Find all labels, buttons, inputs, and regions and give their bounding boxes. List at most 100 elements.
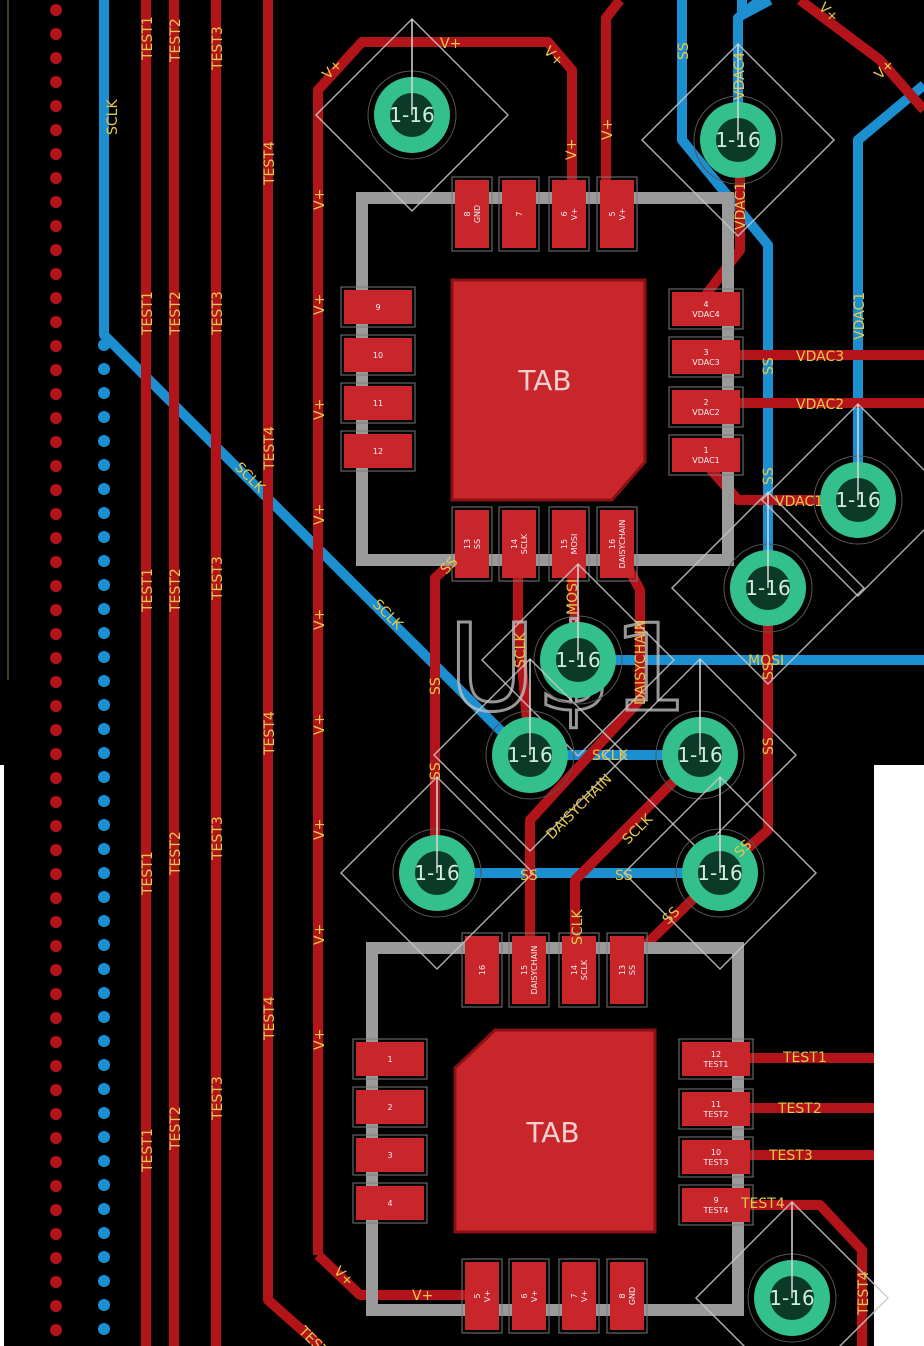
chip_top-pad-top-0[interactable]: 8GND: [451, 176, 493, 252]
blue-dot: [98, 987, 110, 999]
chip_bottom-pad-top-1[interactable]: 15DAISYCHAIN: [508, 932, 550, 1008]
via-1[interactable]: 1-16: [640, 42, 836, 238]
chip_bottom-pad-bottom-0[interactable]: 5V+: [461, 1258, 503, 1334]
chip_bottom-pad-right-3-frame: [678, 1184, 754, 1226]
chip_bottom-pad-left-3[interactable]: 4: [352, 1182, 428, 1224]
chip_top-pad-top-3[interactable]: 5V+: [596, 176, 638, 252]
red-dot: [50, 244, 62, 256]
net-label-ss-d: SS: [761, 662, 777, 680]
via-keepout: [760, 402, 924, 598]
chip_bottom-pad-top-0[interactable]: 16: [461, 932, 503, 1008]
net-label-daisychain-a: DAISYCHAIN: [633, 620, 649, 705]
chip_bottom-pad-bottom-3-frame: [606, 1258, 648, 1334]
chip_top-pad-left-0[interactable]: 9: [340, 286, 416, 328]
red-dot: [50, 1276, 62, 1288]
via-9[interactable]: 1-16: [694, 1200, 890, 1346]
via-0[interactable]: 1-16: [314, 17, 510, 213]
red-dot: [50, 892, 62, 904]
chip_bottom-pad-left-0[interactable]: 1: [352, 1038, 428, 1080]
via-8[interactable]: 1-16: [622, 775, 818, 971]
chip_top-pad-top-2-frame: [548, 176, 590, 252]
via-keepout: [480, 562, 676, 758]
pad-label: 8GND: [463, 205, 482, 223]
chip_bottom-pad-left-1[interactable]: 2: [352, 1086, 428, 1128]
chip_bottom-pad-bottom-2[interactable]: 7V+: [558, 1258, 600, 1334]
chip_bottom-pad-bottom-3[interactable]: 8GND: [606, 1258, 648, 1334]
net-label-vplus-o: V+: [564, 139, 580, 160]
pad-text: SS: [473, 539, 482, 549]
red-dot: [50, 1036, 62, 1048]
blue-dot: [98, 915, 110, 927]
test4-trace-left: [263, 0, 324, 1346]
red-dot: [50, 940, 62, 952]
via-5[interactable]: 1-16: [432, 657, 628, 853]
blue-dot: [98, 843, 110, 855]
via-2[interactable]: 1-16: [760, 402, 924, 598]
chip_top-pad-right-0-copper: [672, 292, 740, 326]
blue-dot: [98, 891, 110, 903]
pad-text: 16: [478, 965, 487, 975]
chip_top-pad-left-2[interactable]: 11: [340, 382, 416, 424]
chip_top-pad-top-0-frame: [451, 176, 493, 252]
chip_top-pad-bottom-1[interactable]: 14SCLK: [498, 506, 540, 582]
via-4[interactable]: 1-16: [480, 562, 676, 758]
net-label-test1-b: TEST1: [140, 291, 156, 336]
net-label-ss-e: SS: [761, 737, 777, 755]
white-region: [874, 765, 924, 1346]
red-dot: [50, 172, 62, 184]
pad-text: 8: [618, 1293, 627, 1298]
pad-label: 5V+: [473, 1290, 492, 1302]
red-dot: [50, 748, 62, 760]
pad-label: 1: [387, 1055, 392, 1064]
red-dot: [50, 1252, 62, 1264]
net-label-ss-g: SS: [428, 762, 444, 780]
pad-text: 11: [373, 399, 383, 408]
chip_top-pad-top-1[interactable]: 7: [498, 176, 540, 252]
chip_top-pad-bottom-3[interactable]: 16DAISYCHAIN: [596, 506, 638, 582]
via-7[interactable]: 1-16: [339, 775, 535, 971]
via-3[interactable]: 1-16: [670, 490, 866, 686]
via-label: 1-16: [715, 128, 760, 152]
net-label-mosi-b: MOSI: [748, 653, 784, 669]
chip_bottom-pad-left-2[interactable]: 3: [352, 1134, 428, 1176]
blue-dot: [98, 459, 110, 471]
chip_top-pad-bottom-0[interactable]: 13SS: [451, 506, 493, 582]
net-label-ss-a: SS: [676, 42, 692, 60]
red-dot: [50, 1300, 62, 1312]
pad-text: 15: [520, 965, 529, 975]
blue-dot: [98, 1299, 110, 1311]
net-label-vplus-i: V+: [312, 714, 328, 735]
chip_bottom-pad-top-3-copper: [610, 936, 644, 1004]
net-label-test2-e: TEST2: [168, 1106, 184, 1151]
chip_top-pad-left-1-copper: [344, 338, 412, 372]
chip_top-pad-bottom-3-copper: [600, 510, 634, 578]
blue-dot: [98, 723, 110, 735]
pad-label: 13SS: [463, 539, 482, 549]
chip_bottom-pad-bottom-1[interactable]: 6V+: [508, 1258, 550, 1334]
chip_top-pad-left-3[interactable]: 12: [340, 430, 416, 472]
red-dot: [50, 964, 62, 976]
pad-text: 4: [703, 300, 708, 309]
net-label-test4-b: TEST4: [262, 426, 278, 471]
chip_top-pad-left-2-copper: [344, 386, 412, 420]
chip_bottom-pad-top-3[interactable]: 13SS: [606, 932, 648, 1008]
net-label-vdac1-a: VDAC1: [775, 494, 823, 510]
chip_bottom-pad-top-2[interactable]: 14SCLK: [558, 932, 600, 1008]
chip_top-pad-left-1[interactable]: 10: [340, 334, 416, 376]
blue-dot: [98, 1131, 110, 1143]
pad-text: 7: [570, 1293, 579, 1298]
chip_top-pad-top-2[interactable]: 6V+: [548, 176, 590, 252]
via-6[interactable]: 1-16: [602, 657, 798, 853]
